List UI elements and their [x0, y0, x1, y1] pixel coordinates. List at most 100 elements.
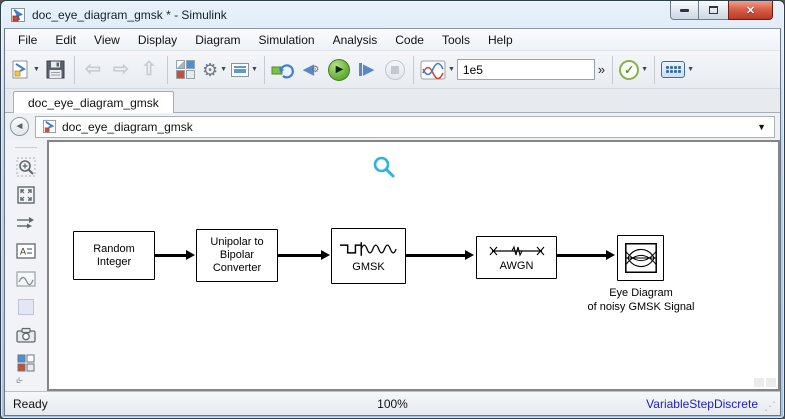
- library-blocks-button[interactable]: [12, 350, 40, 376]
- window-title: doc_eye_diagram_gmsk * - Simulink: [32, 7, 227, 22]
- block-unipolar-to-bipolar-converter[interactable]: Unipolar to Bipolar Converter: [196, 229, 278, 282]
- model-configuration-icon: [231, 62, 250, 77]
- simulation-stop-time-input[interactable]: [456, 59, 595, 80]
- menu-display[interactable]: Display: [137, 32, 178, 47]
- menu-tools[interactable]: Tools: [441, 32, 470, 47]
- simulation-display-caret-icon: ▼: [447, 66, 455, 73]
- model-configuration-caret-icon: ▼: [251, 66, 258, 73]
- resize-grip[interactable]: ⋰: [764, 399, 776, 413]
- update-diagram-button[interactable]: [269, 55, 297, 85]
- annotation-button[interactable]: A: [12, 238, 40, 264]
- camera-icon: [16, 327, 36, 343]
- forward-button[interactable]: ⇨: [107, 55, 135, 85]
- toolbar: ▼ ⇦ ⇨ ⇧ ⚙ ▼: [5, 51, 780, 89]
- maximize-button[interactable]: [699, 1, 728, 20]
- tab-doc-eye-diagram-gmsk[interactable]: doc_eye_diagram_gmsk: [13, 91, 174, 113]
- new-model-button[interactable]: ▼: [9, 55, 42, 85]
- menu-diagram[interactable]: Diagram: [195, 32, 241, 47]
- toolbar-overflow-button[interactable]: »: [597, 62, 606, 77]
- signal-arrows-button[interactable]: [12, 210, 40, 236]
- block-random-integer[interactable]: Random Integer: [73, 231, 155, 280]
- stop-icon: [384, 59, 405, 80]
- check-circle-icon: ✓: [619, 59, 640, 80]
- svg-text:A: A: [20, 247, 26, 257]
- menu-help[interactable]: Help: [487, 32, 513, 47]
- menu-simulation[interactable]: Simulation: [258, 32, 315, 47]
- step-back-gear-icon: ⚙: [311, 64, 320, 74]
- forward-icon: ⇨: [112, 59, 129, 80]
- stop-button[interactable]: [381, 55, 409, 85]
- zoom-region-icon: [16, 157, 36, 177]
- scroll-corner: [754, 378, 776, 387]
- search-zoom-icon[interactable]: [371, 154, 397, 180]
- camera-button[interactable]: [12, 322, 40, 348]
- simulink-model-icon: [11, 7, 25, 22]
- minimize-icon: [680, 8, 689, 12]
- signal-arrows-icon: [17, 217, 34, 229]
- library-blocks-icon: [17, 354, 35, 372]
- palette-toolbar: A: [5, 140, 47, 391]
- breadcrumb-back-button[interactable]: ◄: [10, 117, 29, 136]
- model-settings-button[interactable]: ⚙ ▼: [200, 55, 229, 85]
- tab-strip: doc_eye_diagram_gmsk: [5, 89, 780, 113]
- step-forward-button[interactable]: ▶: [353, 55, 381, 85]
- tab-label: doc_eye_diagram_gmsk: [28, 95, 159, 110]
- menu-view[interactable]: View: [94, 32, 120, 47]
- toolbar-separator: [263, 55, 265, 84]
- model-configuration-button[interactable]: ▼: [229, 55, 260, 85]
- block-eye-diagram-scope[interactable]: [617, 235, 664, 281]
- window-controls: ✕: [670, 1, 773, 20]
- library-browser-button[interactable]: [172, 55, 200, 85]
- annotation-icon: A: [16, 243, 36, 259]
- validate-caret-icon: ▼: [641, 66, 649, 73]
- block-label: Random Integer: [93, 242, 135, 268]
- maximize-icon: [709, 6, 718, 14]
- menu-code[interactable]: Code: [395, 32, 424, 47]
- title-bar[interactable]: doc_eye_diagram_gmsk * - Simulink ✕: [4, 1, 781, 28]
- signal-wire[interactable]: [406, 250, 474, 259]
- fit-to-view-icon: [17, 186, 35, 204]
- back-button[interactable]: ⇦: [79, 55, 107, 85]
- status-solver[interactable]: VariableStepDiscrete: [646, 396, 758, 411]
- model-settings-caret-icon: ▼: [220, 66, 228, 73]
- breadcrumb-bar: ◄ doc_eye_diagram_gmsk ▼: [5, 113, 780, 140]
- toolbar-separator: [73, 55, 75, 84]
- menu-file[interactable]: File: [18, 32, 38, 47]
- simulink-model-icon: [42, 119, 57, 134]
- signal-wire[interactable]: [556, 250, 615, 259]
- validate-button[interactable]: ✓ ▼: [617, 55, 650, 85]
- scope-curves-icon: [420, 60, 446, 79]
- area-box-button[interactable]: [12, 294, 40, 320]
- gear-icon: ⚙: [201, 59, 219, 80]
- signal-wire[interactable]: [278, 250, 330, 259]
- simulation-display-button[interactable]: ▼: [418, 55, 457, 85]
- model-address-box[interactable]: doc_eye_diagram_gmsk ▼: [35, 115, 775, 138]
- step-back-button[interactable]: ◀ ⚙: [297, 55, 325, 85]
- minimize-button[interactable]: [670, 1, 699, 20]
- run-button[interactable]: ▶: [325, 55, 353, 85]
- menu-analysis[interactable]: Analysis: [332, 32, 378, 47]
- main-area: A: [5, 140, 780, 391]
- signal-wire[interactable]: [155, 250, 195, 259]
- zoom-region-button[interactable]: [12, 154, 40, 180]
- step-back-icon: ◀: [302, 61, 315, 78]
- breadcrumb-dropdown-icon[interactable]: ▼: [757, 121, 766, 132]
- block-caption-eye-diagram[interactable]: Eye Diagram of noisy GMSK Signal: [587, 287, 695, 313]
- simulation-pacing-button[interactable]: ▼: [659, 55, 696, 85]
- up-to-parent-button[interactable]: ⇧: [135, 55, 163, 85]
- block-gmsk-modulator[interactable]: GMSK: [331, 228, 406, 284]
- block-awgn-channel[interactable]: AWGN: [476, 236, 557, 279]
- status-bar: Ready 100% VariableStepDiscrete ⋰: [5, 391, 780, 415]
- status-ready: Ready: [13, 396, 48, 411]
- fit-to-view-button[interactable]: [12, 182, 40, 208]
- block-label: Unipolar to Bipolar Converter: [210, 236, 264, 274]
- pacing-keyboard-icon: [661, 61, 686, 78]
- modulator-wave-icon: [339, 242, 397, 256]
- step-forward-bar-icon: [359, 63, 362, 76]
- save-button[interactable]: [42, 55, 70, 85]
- close-button[interactable]: ✕: [728, 1, 773, 20]
- menu-edit[interactable]: Edit: [55, 32, 77, 47]
- curve-image-button[interactable]: [12, 266, 40, 292]
- model-canvas[interactable]: Random Integer Unipolar to Bipolar Conve…: [47, 140, 780, 391]
